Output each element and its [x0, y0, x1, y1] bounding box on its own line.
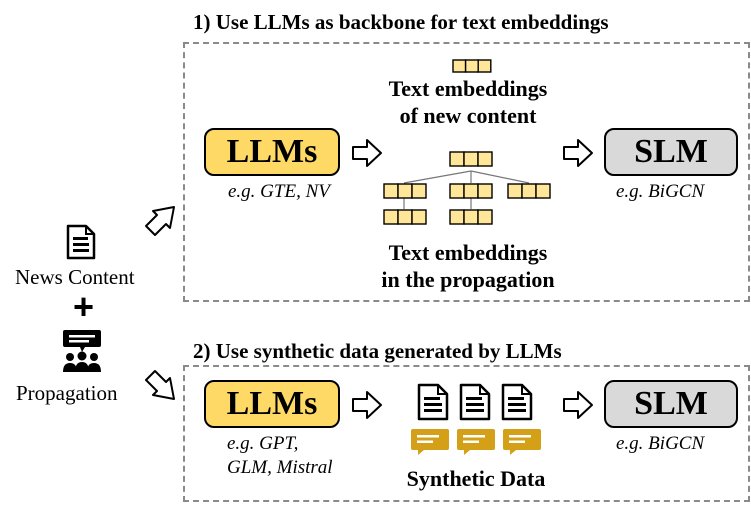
arrow-right-icon [352, 139, 382, 167]
llm-backbone-box: LLMs [204, 128, 340, 176]
new-content-embedding-label: Text embeddings of new content [368, 75, 568, 129]
slm-examples-section1: e.g. BiGCN [616, 181, 705, 202]
arrow-right-icon [563, 139, 593, 167]
arrow-right-icon [352, 391, 382, 419]
new-content-label-line2: of new content [399, 103, 537, 128]
propagation-label-line2: in the propagation [381, 267, 555, 292]
section2-title: 2) Use synthetic data generated by LLMs [193, 339, 562, 363]
slm-box-section2: SLM [604, 380, 738, 428]
slm-examples-section2: e.g. BiGCN [616, 433, 705, 454]
propagation-embedding-label: Text embeddings in the propagation [358, 239, 578, 293]
slm-box-section1: SLM [604, 128, 738, 176]
document-icon [66, 224, 96, 260]
llm-generator-examples-line1: e.g. GPT, [227, 433, 299, 454]
propagation-people-icon [63, 330, 101, 372]
new-content-embedding-icon [452, 59, 492, 73]
propagation-label-line1: Text embeddings [388, 240, 548, 265]
llm-generator-examples-line2: GLM, Mistral [227, 457, 333, 478]
chat-bubble-icon [411, 429, 449, 455]
section2-panel [183, 365, 750, 502]
synthetic-data-label: Synthetic Data [406, 466, 546, 491]
propagation-tree-icon [383, 151, 551, 225]
arrow-to-section2-icon [145, 370, 175, 400]
synthetic-document-icon [417, 383, 449, 421]
synthetic-document-icon [459, 383, 491, 421]
section1-title: 1) Use LLMs as backbone for text embeddi… [193, 10, 609, 34]
arrow-right-icon [563, 391, 593, 419]
arrow-to-section1-icon [145, 206, 175, 236]
llm-backbone-examples: e.g. GTE, NV [228, 181, 330, 202]
plus-sign: + [73, 286, 95, 327]
chat-bubble-icon [503, 429, 541, 455]
news-content-label: News Content [15, 265, 135, 289]
chat-bubble-icon [457, 429, 495, 455]
propagation-label: Propagation [16, 381, 118, 405]
llm-generator-box: LLMs [204, 380, 340, 428]
new-content-label-line1: Text embeddings [388, 76, 548, 101]
synthetic-document-icon [501, 383, 533, 421]
section1-panel [183, 42, 750, 302]
